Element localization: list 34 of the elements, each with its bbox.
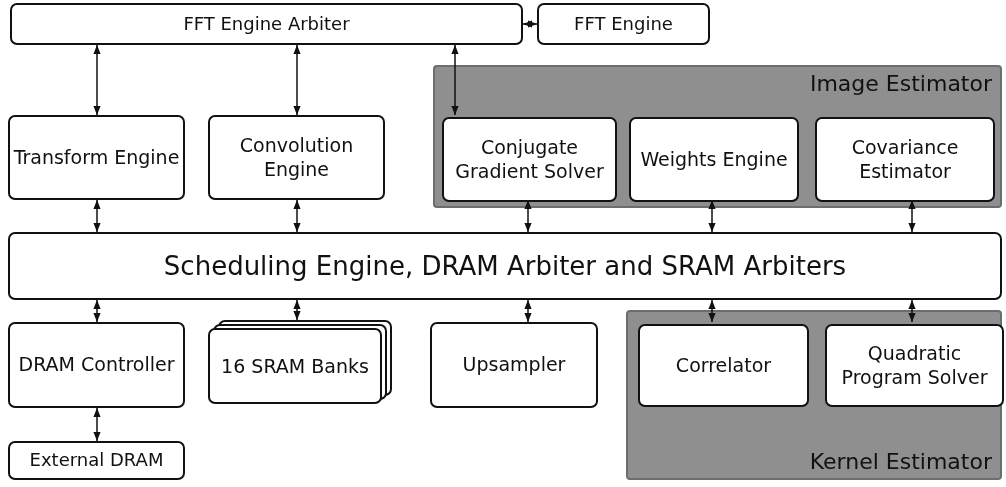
process-box: DRAM Controller	[8, 322, 185, 408]
arrow	[93, 299, 101, 323]
process-box: Quadratic Program Solver	[825, 324, 1004, 407]
process-box: Scheduling Engine, DRAM Arbiter and SRAM Arbiters	[8, 232, 1002, 300]
process-box: FFT Engine Arbiter	[10, 3, 523, 45]
process-box: Correlator	[638, 324, 809, 407]
process-box: Transform Engine	[8, 115, 185, 200]
process-box: External DRAM	[8, 441, 185, 480]
arrow	[524, 199, 532, 233]
box-label: 16 SRAM Banks	[220, 354, 370, 379]
process-box: Covariance Estimator	[815, 117, 995, 202]
arrow	[93, 407, 101, 442]
group-label: Image Estimator	[809, 71, 992, 96]
process-box: FFT Engine	[537, 3, 710, 45]
arrow	[708, 299, 716, 323]
group-label: Kernel Estimator	[809, 449, 992, 474]
arrow	[524, 299, 532, 323]
group-panel	[626, 310, 1002, 480]
process-box: Convolution Engine	[208, 115, 385, 200]
group-panel	[433, 65, 1002, 208]
arrow	[908, 299, 916, 323]
process-box: Conjugate Gradient Solver	[442, 117, 617, 202]
stacked-memory-box	[208, 320, 392, 404]
arrow	[908, 199, 916, 233]
arrow	[293, 44, 301, 116]
arrow	[451, 44, 459, 116]
arrow	[708, 199, 716, 233]
process-box: Weights Engine	[629, 117, 799, 202]
arrow	[293, 299, 301, 321]
arrow	[522, 20, 538, 28]
arrow	[293, 199, 301, 233]
process-box: Upsampler	[430, 322, 598, 408]
arrow	[93, 199, 101, 233]
arrow	[93, 44, 101, 116]
